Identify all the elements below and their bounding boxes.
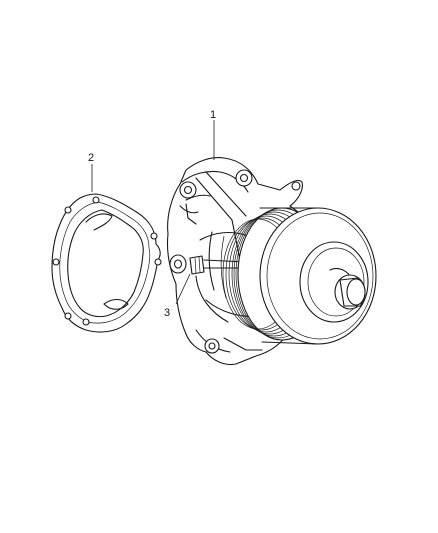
callout-2: 2: [88, 152, 94, 192]
callout-label-1: 1: [210, 109, 216, 121]
callout-label-3: 3: [164, 307, 170, 319]
gasket: [51, 193, 162, 333]
callout-label-2: 2: [88, 152, 94, 164]
callout-3: 3: [164, 273, 191, 319]
pulley: [222, 207, 377, 345]
callout-1: 1: [210, 109, 216, 160]
